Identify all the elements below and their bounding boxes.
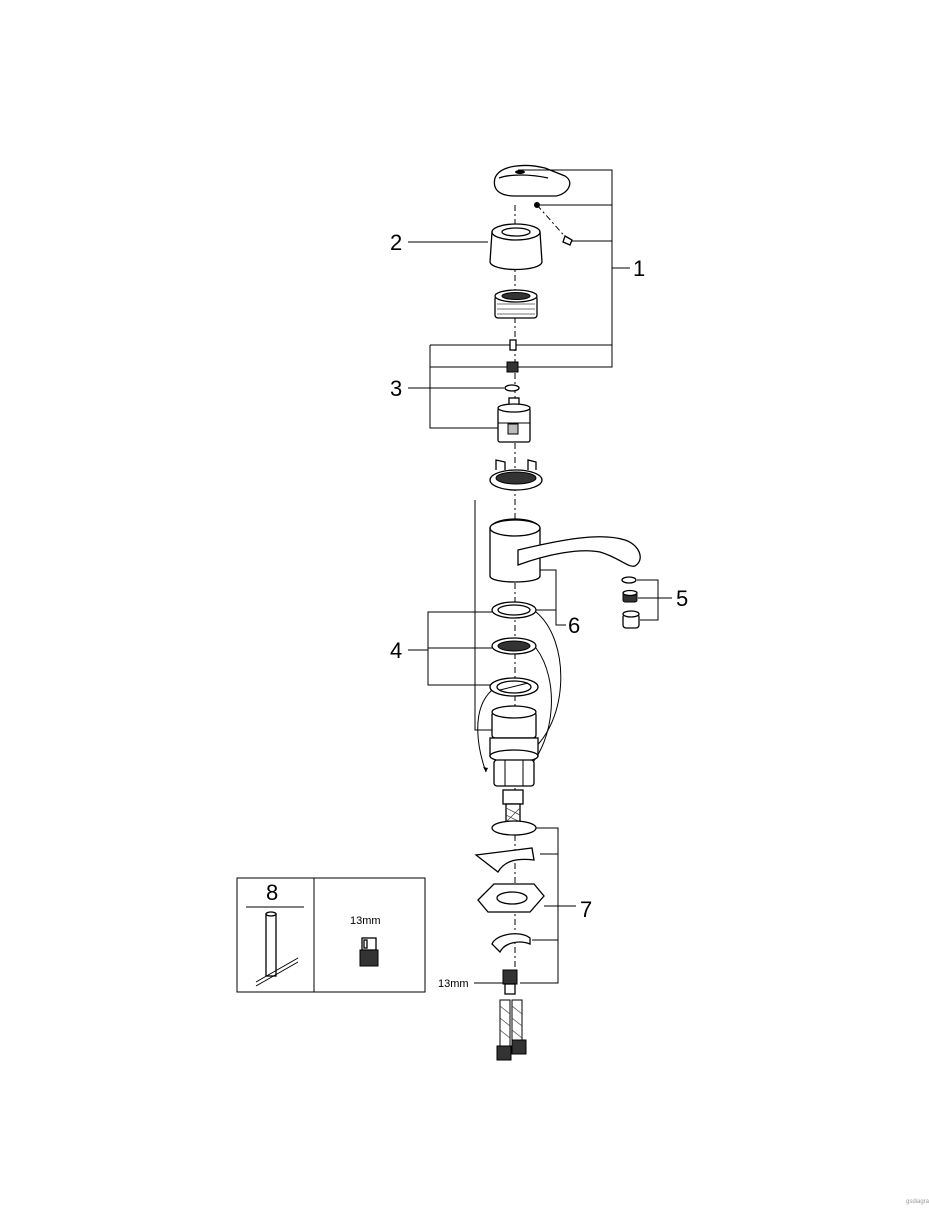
fixing-plate	[477, 883, 545, 913]
nut-socket	[359, 937, 379, 967]
handle-screw	[562, 235, 573, 246]
callout-7-label: 7	[580, 897, 592, 922]
assembly-arrow-1	[474, 500, 492, 731]
small-screw	[509, 339, 517, 351]
aerator-insert	[622, 589, 638, 603]
threaded-ring	[494, 289, 538, 319]
guide-ring	[489, 459, 543, 491]
aerator-housing	[622, 610, 640, 629]
callout-5-label: 5	[676, 586, 688, 611]
flexible-hoses	[496, 999, 527, 1061]
callout-5-bracket	[637, 579, 659, 621]
callout-6-label: 6	[568, 613, 580, 638]
small-washer	[504, 384, 520, 392]
callout-4-label: 4	[390, 638, 402, 663]
callout-8-label: 8	[266, 880, 278, 905]
cartridge	[497, 397, 531, 443]
o-ring-bottom	[491, 820, 537, 836]
callout-3-bracket	[429, 345, 498, 429]
aerator-washer	[621, 576, 637, 584]
assembly-arrow-2	[529, 611, 562, 753]
fixing-clip	[491, 933, 531, 954]
nut-size-inset-label: 13mm	[350, 915, 381, 927]
tool-inset-box: 8 13mm	[236, 877, 426, 993]
lever-handle	[493, 164, 571, 197]
adapter-piece	[506, 361, 519, 373]
callout-1-label: 1	[633, 256, 645, 281]
half-washer	[474, 847, 535, 873]
callout-2-label: 2	[390, 230, 402, 255]
mounting-sleeve	[489, 705, 539, 787]
callout-3-label: 3	[390, 376, 402, 401]
watermark: gsdiagram	[906, 1199, 929, 1205]
callout-6-bracket	[540, 569, 566, 626]
cover-cap	[489, 223, 543, 271]
faucet-body	[489, 518, 641, 583]
wrench-tool	[255, 911, 299, 987]
assembly-arrow-4	[477, 689, 493, 773]
nut-size-main-label: 13mm	[438, 978, 469, 990]
fixing-nut	[502, 969, 518, 995]
